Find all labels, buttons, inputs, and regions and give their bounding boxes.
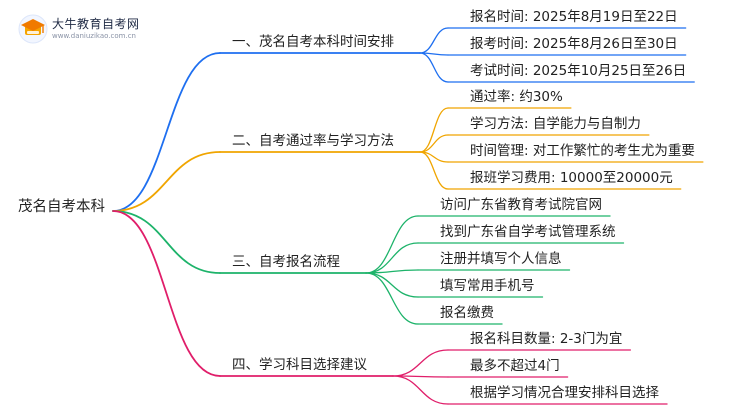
site-logo[interactable]: 大牛教育自考网 www.daniuzikao.com.cn <box>18 14 188 48</box>
graduation-cap-icon <box>18 14 48 44</box>
branch-2-item-1-connector <box>419 107 449 153</box>
branch-2-connector <box>112 151 221 212</box>
branch-3-label: 三、自考报名流程 <box>232 254 340 270</box>
branch-4-item-1-connector <box>392 349 449 377</box>
branch-1-item-1-connector <box>419 27 449 54</box>
branch-4-label: 四、学习科目选择建议 <box>232 357 367 373</box>
branch-2-item-4: 报班学习费用: 10000至20000元 <box>470 170 673 186</box>
branch-2-item-4-connector <box>419 151 449 190</box>
branch-1-item-3-connector <box>419 52 449 83</box>
logo-url: www.daniuzikao.com.cn <box>52 32 136 40</box>
branch-1-connector <box>112 52 221 212</box>
branch-2-label: 二、自考通过率与学习方法 <box>232 133 394 149</box>
branch-1-item-1: 报名时间: 2025年8月19日至22日 <box>470 9 678 25</box>
branch-3-item-5-connector <box>365 272 419 325</box>
branch-4-item-3: 根据学习情况合理安排科目选择 <box>470 385 659 401</box>
branch-1-item-3: 考试时间: 2025年10月25日至26日 <box>470 63 687 79</box>
branch-3-connector <box>112 210 221 274</box>
branch-3-item-1: 访问广东省教育考试院官网 <box>440 197 602 213</box>
branch-3-item-4: 填写常用手机号 <box>440 278 535 294</box>
branch-2-item-2: 学习方法: 自学能力与自制力 <box>470 116 641 132</box>
branch-2-item-2-connector <box>419 134 449 153</box>
branch-3-item-1-connector <box>365 215 419 274</box>
branch-4-connector <box>112 210 221 377</box>
branch-3-item-5: 报名缴费 <box>440 305 494 321</box>
branch-3-item-3: 注册并填写个人信息 <box>440 251 562 267</box>
branch-3-item-2-connector <box>365 242 419 274</box>
branch-1-label: 一、茂名自考本科时间安排 <box>232 34 394 50</box>
branch-1-item-2: 报考时间: 2025年8月26日至30日 <box>470 36 678 52</box>
branch-4-item-1: 报名科目数量: 2-3门为宜 <box>470 331 623 347</box>
branch-3-item-2: 找到广东省自学考试管理系统 <box>440 224 616 240</box>
branch-3-item-4-connector <box>365 272 419 298</box>
branch-2-item-3: 时间管理: 对工作繁忙的考生尤为重要 <box>470 143 695 159</box>
branch-2-item-1: 通过率: 约30% <box>470 89 563 105</box>
branch-4-item-2: 最多不超过4门 <box>470 358 560 374</box>
branch-4-item-3-connector <box>392 375 449 405</box>
root-node-label: 茂名自考本科 <box>18 199 105 215</box>
logo-title: 大牛教育自考网 <box>52 17 140 31</box>
